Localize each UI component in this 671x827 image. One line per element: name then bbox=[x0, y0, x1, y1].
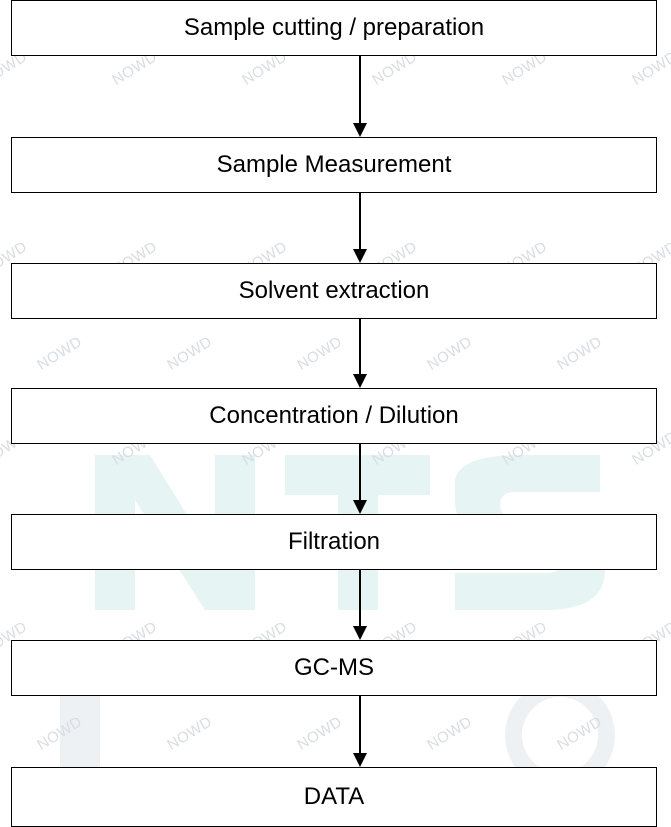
watermark-text: NOWD bbox=[34, 333, 86, 374]
step-box-concentration-dilution: Concentration / Dilution bbox=[11, 388, 657, 444]
step-label: GC-MS bbox=[294, 654, 374, 681]
step-label: Filtration bbox=[287, 528, 381, 555]
step-label: Sample cutting / preparation bbox=[183, 14, 485, 41]
flow-arrow bbox=[353, 570, 367, 640]
watermark-text: NOWD bbox=[294, 713, 346, 754]
step-box-solvent-extraction: Solvent extraction bbox=[11, 263, 657, 319]
step-label: DATA bbox=[303, 783, 365, 810]
flow-arrow bbox=[353, 696, 367, 767]
step-box-sample-measurement: Sample Measurement bbox=[11, 137, 657, 193]
step-box-sample-cutting: Sample cutting / preparation bbox=[11, 0, 657, 56]
step-box-gc-ms: GC-MS bbox=[11, 640, 657, 696]
step-label: Sample Measurement bbox=[216, 151, 452, 178]
flow-arrow bbox=[353, 319, 367, 388]
flow-arrow bbox=[353, 56, 367, 137]
step-label: Concentration / Dilution bbox=[209, 402, 459, 429]
step-box-filtration: Filtration bbox=[11, 514, 657, 570]
watermark-text: NOWD bbox=[294, 333, 346, 374]
step-box-data: DATA bbox=[11, 767, 657, 827]
flow-arrow bbox=[353, 193, 367, 263]
watermark-text: NOWD bbox=[164, 713, 216, 754]
watermark-text: NOWD bbox=[554, 333, 606, 374]
watermark-text: NOWD bbox=[424, 713, 476, 754]
flow-arrow bbox=[353, 444, 367, 514]
watermark-text: NOWD bbox=[554, 713, 606, 754]
step-label: Solvent extraction bbox=[238, 277, 430, 304]
watermark-text: NOWD bbox=[424, 333, 476, 374]
watermark-text: NOWD bbox=[164, 333, 216, 374]
watermark-text: NOWD bbox=[34, 713, 86, 754]
